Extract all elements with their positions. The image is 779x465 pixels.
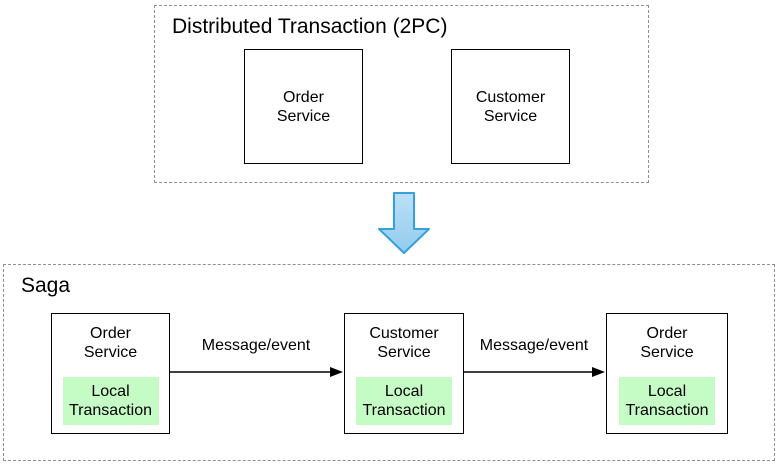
saga-node-order-service-1: Order Service Local Transaction <box>51 313 170 434</box>
group-title-2pc: Distributed Transaction (2PC) <box>172 15 448 38</box>
arrow-right-icon-1 <box>169 367 343 377</box>
node-label: Customer Service <box>475 88 546 125</box>
node-label: Order Service <box>83 325 138 361</box>
group-distributed-transaction-2pc: Distributed Transaction (2PC) Order Serv… <box>154 5 649 183</box>
saga-node-order-service-2: Order Service Local Transaction <box>606 313 728 434</box>
group-saga: Saga Order Service Local Transaction Cus… <box>3 264 775 461</box>
node-order-service-2pc: Order Service <box>244 49 363 164</box>
edge-arrowhead <box>592 367 605 377</box>
local-transaction-badge: Local Transaction <box>619 377 715 425</box>
saga-node-customer-service: Customer Service Local Transaction <box>344 313 464 434</box>
group-title-saga: Saga <box>21 274 71 297</box>
down-arrow-icon <box>378 192 430 254</box>
edge-arrowhead <box>330 367 343 377</box>
node-label: Order Service <box>276 88 331 125</box>
node-label: Order Service <box>640 325 694 361</box>
message-event-label-2: Message/event <box>479 337 589 354</box>
node-label: Customer Service <box>369 325 439 361</box>
node-customer-service-2pc: Customer Service <box>451 49 570 164</box>
arrow-right-icon-2 <box>463 367 605 377</box>
local-transaction-badge: Local Transaction <box>356 377 452 425</box>
local-transaction-badge: Local Transaction <box>62 377 159 425</box>
message-event-label-1: Message/event <box>201 337 311 354</box>
down-arrow-shape <box>378 192 430 254</box>
